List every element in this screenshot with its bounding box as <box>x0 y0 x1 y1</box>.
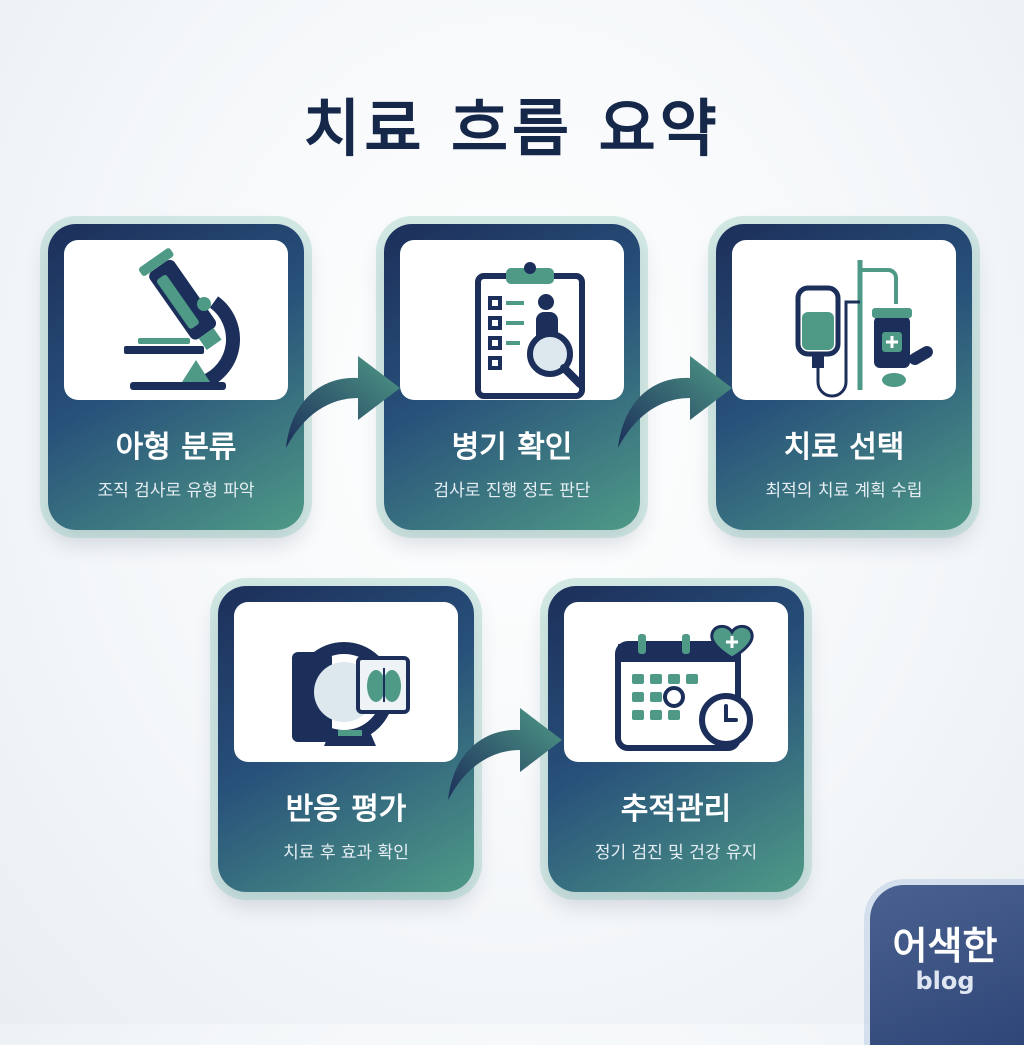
flow-arrow-2 <box>618 356 732 448</box>
badge-main-text: 어색한 <box>892 924 998 968</box>
page-title: 치료 흐름 요약 <box>303 92 721 165</box>
blog-badge: 어색한 blog <box>870 885 1024 1045</box>
flow-arrow-3 <box>448 708 562 800</box>
step-name: 치료 선택 <box>783 430 905 465</box>
step-desc: 정기 검진 및 건강 유지 <box>594 843 758 863</box>
step-card-treatment: 치료 선택 최적의 치료 계획 수립 <box>716 224 972 530</box>
step-card-response: 반응 평가 치료 후 효과 확인 <box>218 586 474 892</box>
step-name: 병기 확인 <box>451 430 573 465</box>
step-name: 아형 분류 <box>115 430 237 465</box>
step-card-stage: 병기 확인 검사로 진행 정도 판단 <box>384 224 640 530</box>
badge-sub-text: blog <box>915 967 975 995</box>
step-desc: 조직 검사로 유형 파악 <box>97 481 255 501</box>
flow-arrow-1 <box>286 356 400 448</box>
clipboard-magnifier-icon <box>475 262 585 399</box>
ct-scanner-icon <box>292 642 410 746</box>
step-card-followup: 추적관리 정기 검진 및 건강 유지 <box>548 586 804 892</box>
step-panel <box>564 602 788 762</box>
step-desc: 최적의 치료 계획 수립 <box>765 481 923 501</box>
step-card-subtype: 아형 분류 조직 검사로 유형 파악 <box>48 224 304 530</box>
step-panel <box>234 602 458 762</box>
step-panel <box>64 240 288 400</box>
step-name: 반응 평가 <box>285 792 407 827</box>
calendar-clock-icon <box>615 624 754 751</box>
step-desc: 치료 후 효과 확인 <box>283 843 409 863</box>
step-desc: 검사로 진행 정도 판단 <box>433 481 591 501</box>
step-panel <box>400 240 624 400</box>
iv-medication-icon <box>795 260 933 398</box>
step-name: 추적관리 <box>620 792 732 827</box>
microscope-icon <box>124 248 241 390</box>
step-panel <box>732 240 956 400</box>
